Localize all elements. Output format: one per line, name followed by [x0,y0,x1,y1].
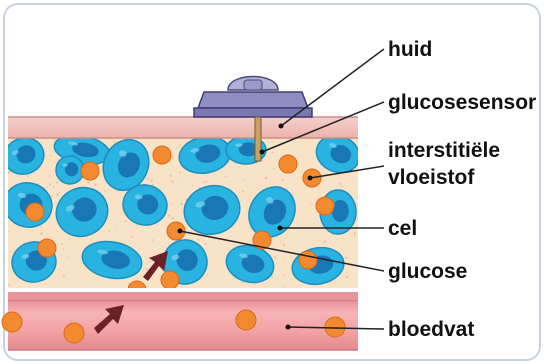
leader-dot [278,226,283,231]
leader-dot [260,150,265,155]
glucose-molecule [26,203,44,221]
sensor-body [198,92,308,108]
glucose-molecule [2,312,22,332]
leader-dot [279,124,284,129]
leader-dot [178,229,183,234]
glucose-molecule [279,155,297,173]
vessel-wall-top [8,292,358,299]
cell [56,156,84,184]
leader-dot [308,176,313,181]
label-blood-vessel: bloedvat [388,318,474,341]
label-cell: cel [388,217,417,240]
label-interstitial-line1: interstitiële [388,139,500,162]
sensor-filament [255,117,261,161]
sensor-button [244,80,262,90]
glucose-molecule [161,271,179,289]
glucose-molecule [316,197,334,215]
glucose-molecule [38,239,56,257]
label-glucose: glucose [388,260,467,283]
glucose-molecule [325,317,345,337]
glucose-molecule [153,146,171,164]
glucose-molecule [81,162,99,180]
label-skin: huid [388,38,432,61]
label-interstitial-line2: vloeistof [388,166,475,189]
glucose-molecule [236,310,256,330]
blood-vessel [8,300,358,350]
glucose-molecule [299,251,317,269]
glucose-molecule [64,323,84,343]
label-sensor: glucosesensor [388,91,536,114]
leader-dot [286,325,291,330]
